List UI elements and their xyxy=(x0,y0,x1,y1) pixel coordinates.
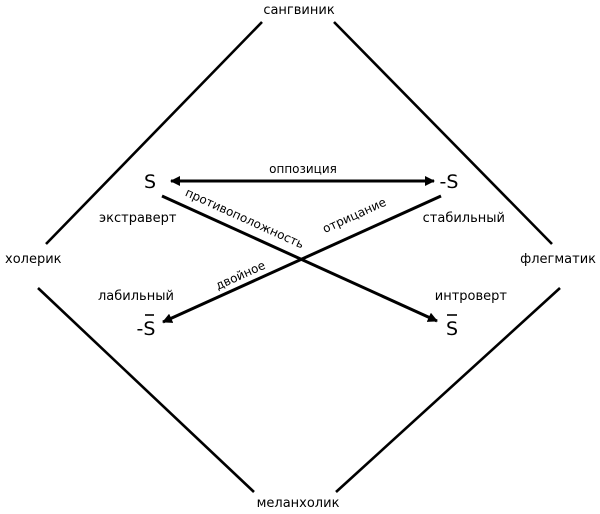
edge-bottom-right xyxy=(335,287,561,493)
symbol-neg-s-bar: -S xyxy=(137,318,156,340)
edge-top-right xyxy=(333,21,553,245)
label-labile: лабильный xyxy=(98,289,174,304)
label-stable: стабильный xyxy=(423,211,505,226)
label-negation: отрицание xyxy=(320,195,388,236)
label-opposition: оппозиция xyxy=(269,162,337,176)
label-extravert: экстраверт xyxy=(99,211,177,226)
label-contrariety: противоположность xyxy=(183,185,306,251)
label-introvert: интроверт xyxy=(435,289,508,304)
label-melancholic: меланхолик xyxy=(257,496,340,511)
negation-double-arrow xyxy=(162,194,442,324)
symbol-neg-s: -S xyxy=(440,171,459,193)
label-sanguine: сангвиник xyxy=(263,3,335,18)
edge-top-left xyxy=(45,21,263,245)
symbol-s: S xyxy=(144,171,156,193)
label-phlegmatic: флегматик xyxy=(520,252,596,267)
edge-bottom-left xyxy=(37,287,255,493)
label-choleric: холерик xyxy=(5,252,62,267)
symbol-s-bar: S xyxy=(446,318,458,340)
